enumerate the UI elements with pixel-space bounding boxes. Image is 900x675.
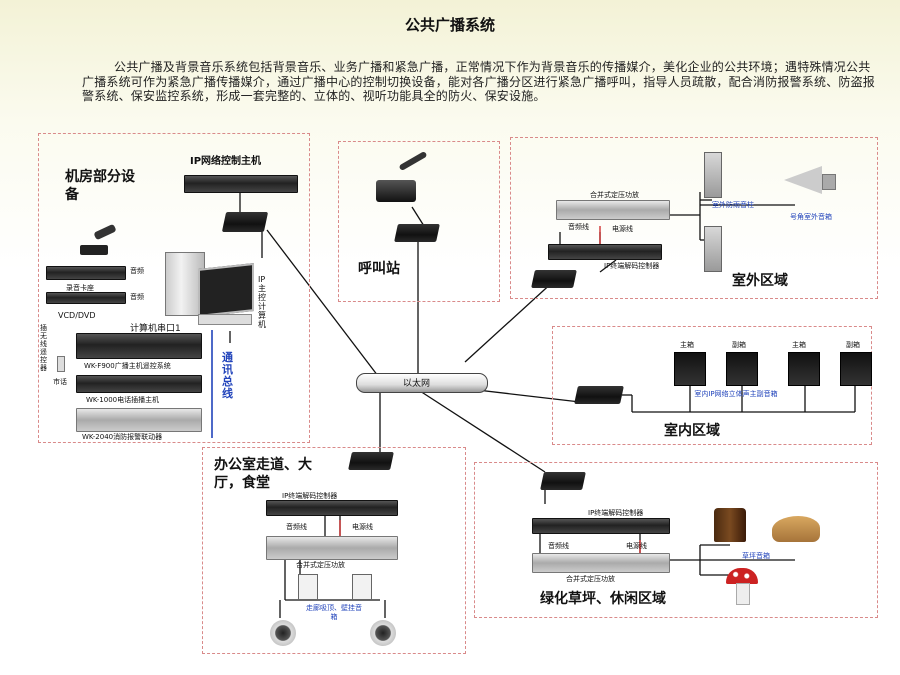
office-decoder (266, 500, 398, 516)
paging-console (376, 180, 416, 202)
tree-stump-speaker (714, 508, 746, 542)
remote-controller (57, 356, 65, 372)
k2040-label: WK-2040消防报警联动器 (82, 433, 163, 441)
audio-label-2: 音频 (130, 293, 144, 301)
office-amplifier (266, 536, 398, 560)
indoor-sub-speaker-2 (840, 352, 872, 386)
outdoor-power-line: 电源线 (612, 225, 633, 233)
office-title: 办公室走道、大厅，食堂 (214, 457, 312, 491)
cassette-deck (46, 266, 126, 280)
audio-label-1: 音频 (130, 267, 144, 275)
office-amp-label: 合并式定压功放 (296, 561, 345, 569)
ethernet-bus (356, 373, 488, 393)
ip-network-control-host (184, 175, 298, 193)
office-power-line: 电源线 (352, 523, 373, 531)
ceiling-speaker-label: 走廊吸顶、壁挂音箱 (306, 604, 362, 621)
computer-monitor (198, 263, 254, 317)
lawn-power-line: 电源线 (626, 542, 647, 550)
lawn-switch (540, 472, 586, 490)
column-speaker-top (704, 152, 722, 198)
outdoor-amp-label: 合并式定压功放 (590, 191, 639, 199)
office-decoder-label: IP终端解码控制器 (282, 492, 338, 500)
ceiling-speaker-1 (270, 620, 296, 646)
outdoor-audio-line: 音频线 (568, 223, 589, 231)
outdoor-amplifier (556, 200, 670, 220)
intro-paragraph: 公共广播及背景音乐系统包括背景音乐、业务广播和紧急广播，正常情况下作为背景音乐的… (82, 60, 876, 103)
wk-1000-host (76, 375, 202, 393)
wall-speaker-1 (298, 574, 318, 600)
wk-2040-linkage (76, 408, 202, 432)
column-speaker-label: 室外防雨音柱 (712, 201, 754, 209)
indoor-sub-label-1: 副箱 (732, 341, 746, 349)
indoor-main-label-1: 主箱 (680, 341, 694, 349)
horn-speaker-label: 号角室外音箱 (790, 213, 832, 221)
wk-f900-host (76, 333, 202, 359)
page-title: 公共广播系统 (404, 16, 495, 34)
indoor-stereo-label: 室内IP网络立体声主副音箱 (694, 390, 778, 398)
horn-speaker-body (822, 174, 836, 190)
recorder-label: 录音卡座 (66, 284, 94, 292)
machine-room-title: 机房部分设备 (65, 169, 135, 203)
rock-speaker (772, 516, 820, 542)
indoor-sub-speaker-1 (726, 352, 758, 386)
f900-label: WK-F900广播主机遥控系统 (84, 362, 171, 370)
indoor-main-label-2: 主箱 (792, 341, 806, 349)
vcd-label: VCD/DVD (58, 311, 96, 320)
indoor-main-speaker-2 (788, 352, 820, 386)
lawn-decoder (532, 518, 670, 534)
serial-label: 计算机串口1 (130, 324, 181, 334)
pc-label: IP主控计算机 (258, 275, 266, 329)
lawn-title: 绿化草坪、休闲区域 (540, 591, 666, 607)
mushroom-speaker-stem (736, 583, 750, 605)
call-station-title: 呼叫站 (358, 261, 400, 277)
k1000-label: WK-1000电话插播主机 (86, 396, 160, 404)
office-audio-line: 音频线 (286, 523, 307, 531)
vcd-dvd-player (46, 292, 126, 304)
computer-keyboard (198, 314, 252, 325)
zone-call-station (338, 141, 500, 302)
outdoor-title: 室外区域 (732, 273, 788, 289)
outdoor-decoder (548, 244, 662, 260)
mushroom-speaker-cap (726, 568, 758, 584)
call-station-switch (394, 224, 440, 242)
microphone-base (80, 245, 108, 255)
lawn-audio-line: 音频线 (548, 542, 569, 550)
lawn-amplifier (532, 553, 670, 573)
lawn-amp-label: 合并式定压功放 (566, 575, 615, 583)
indoor-title: 室内区域 (664, 423, 720, 439)
column-speaker-bottom (704, 226, 722, 272)
lawn-speaker-label: 草坪音箱 (742, 552, 770, 560)
remote-label: 插无线遥控器 (40, 324, 47, 372)
indoor-switch (574, 386, 624, 404)
outdoor-switch (531, 270, 577, 288)
ip-host-label: IP网络控制主机 (190, 156, 262, 167)
zone-outdoor (510, 137, 878, 299)
bus-label: 通讯总线 (222, 351, 233, 400)
horn-speaker-icon (784, 166, 822, 194)
outdoor-decoder-label: IP终端解码控制器 (604, 262, 660, 270)
ceiling-speaker-2 (370, 620, 396, 646)
lawn-decoder-label: IP终端解码控制器 (588, 509, 644, 517)
zone-machine-room (38, 133, 310, 443)
zone-lawn (474, 462, 878, 618)
wall-speaker-2 (352, 574, 372, 600)
zone-office (202, 447, 466, 654)
office-switch (348, 452, 394, 470)
ethernet-label: 以太网 (403, 379, 431, 389)
indoor-sub-label-2: 副箱 (846, 341, 860, 349)
indoor-main-speaker-1 (674, 352, 706, 386)
network-switch (221, 212, 269, 232)
phone-label: 市话 (53, 378, 67, 386)
